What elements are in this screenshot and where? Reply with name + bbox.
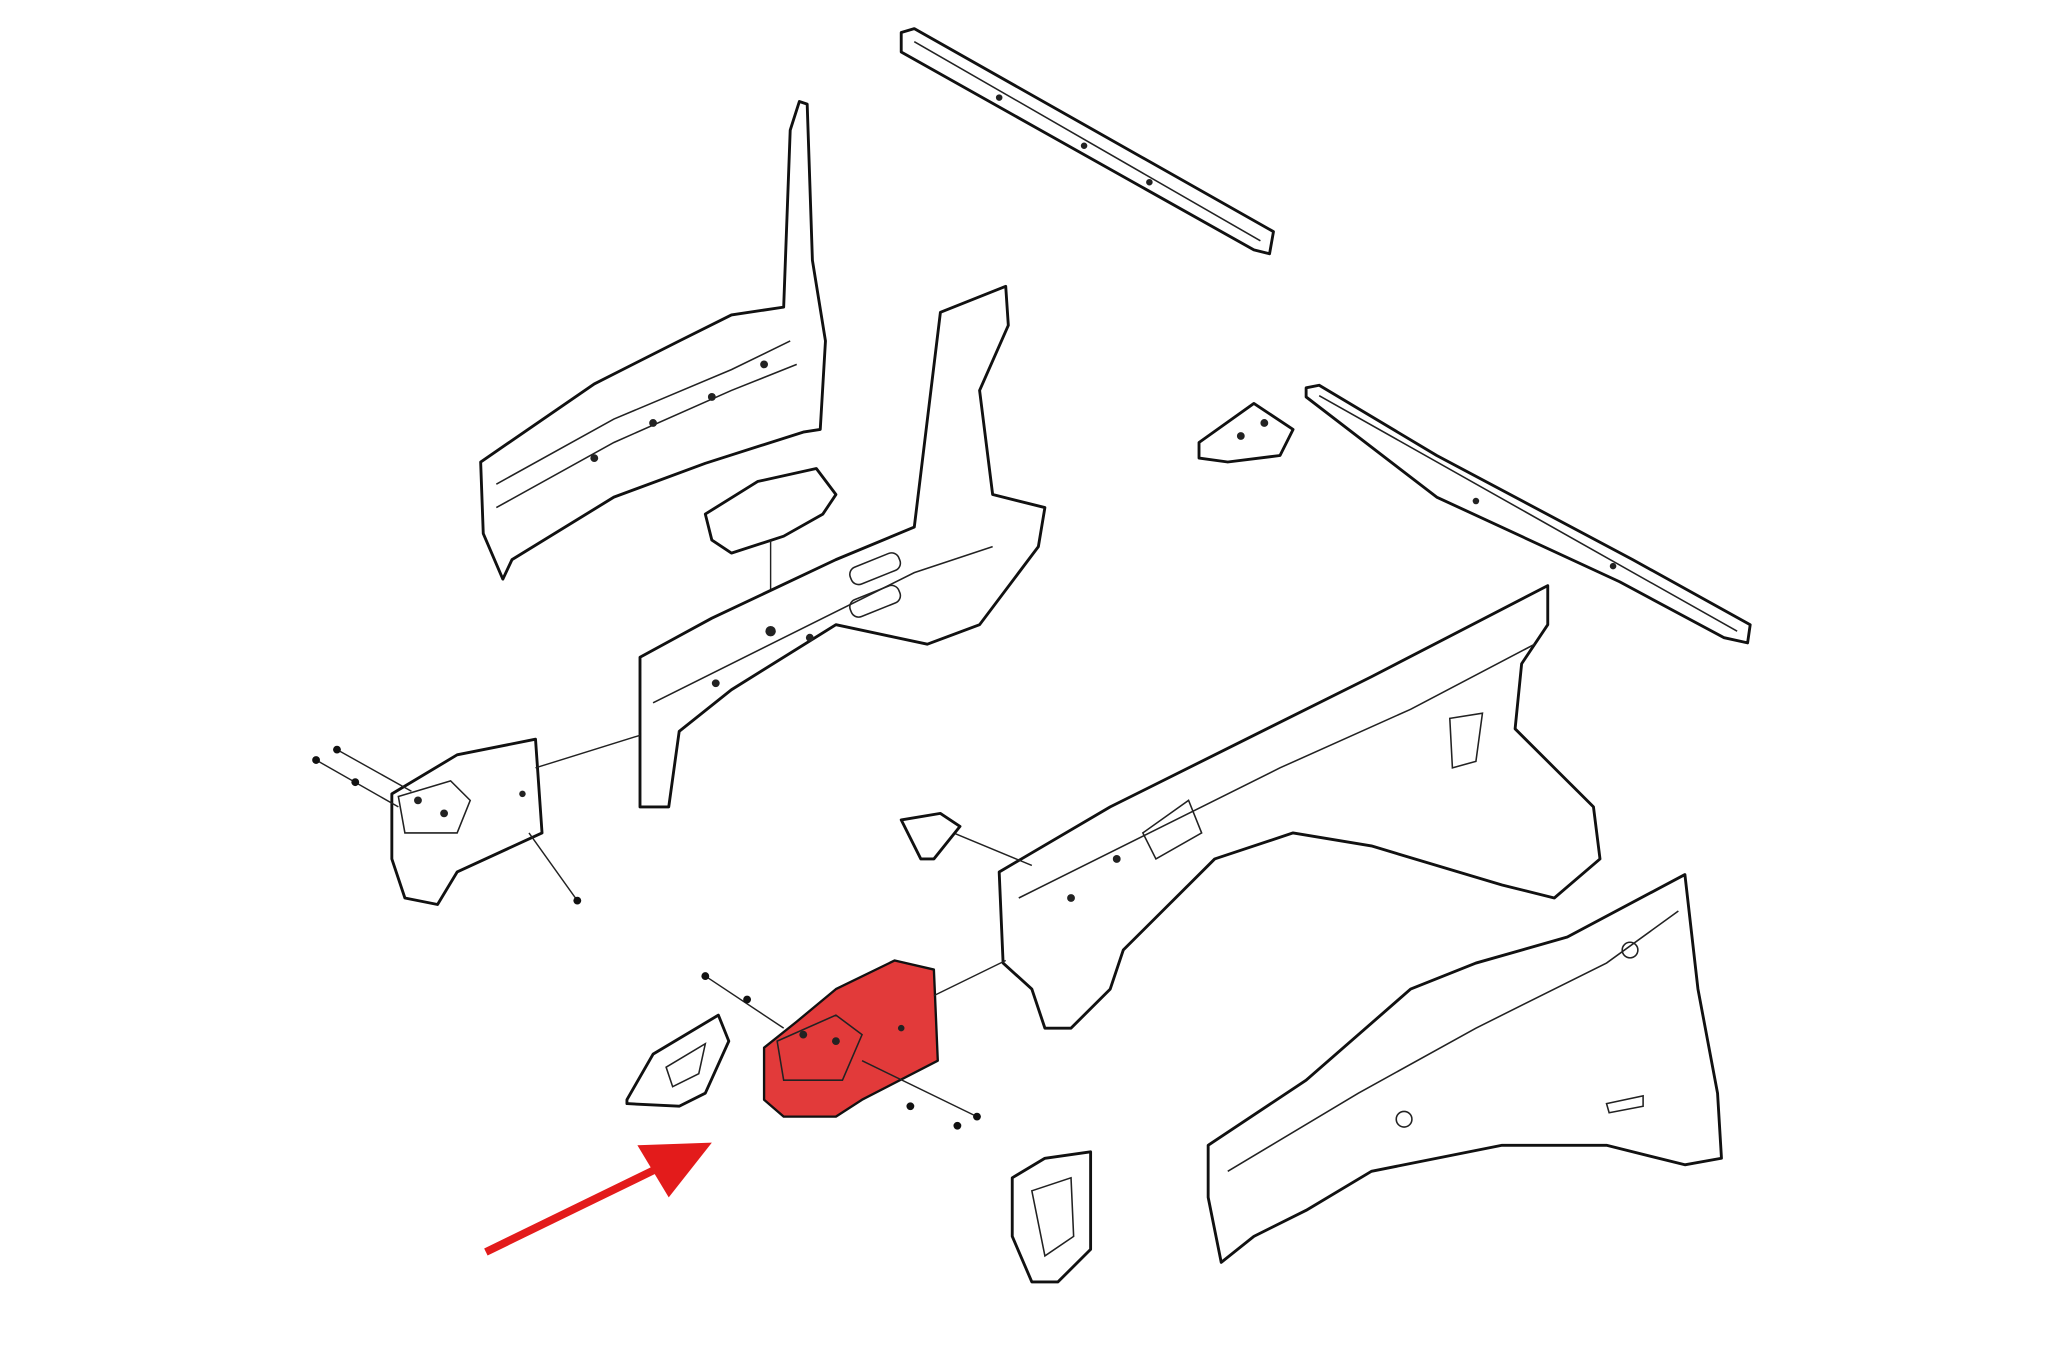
small-reinforcement-plate: [625, 1013, 731, 1108]
hinge-bracket-left: [312, 734, 641, 906]
small-l-bracket: [899, 811, 962, 861]
upper-rail-right: [1304, 383, 1752, 645]
red-pointer-arrow: [484, 1142, 712, 1256]
wheelhouse-inner-panel: [1206, 873, 1723, 1264]
lower-bracket: [1010, 1150, 1093, 1284]
highlighted-hinge-bracket[interactable]: [701, 959, 1007, 1130]
a-pillar-panel: [479, 100, 827, 581]
small-mount-bracket-right: [1197, 402, 1295, 464]
front-apron-panel-right: [953, 584, 1602, 1030]
front-apron-panel-left: [638, 284, 1047, 809]
upper-cross-rail: [899, 27, 1275, 256]
